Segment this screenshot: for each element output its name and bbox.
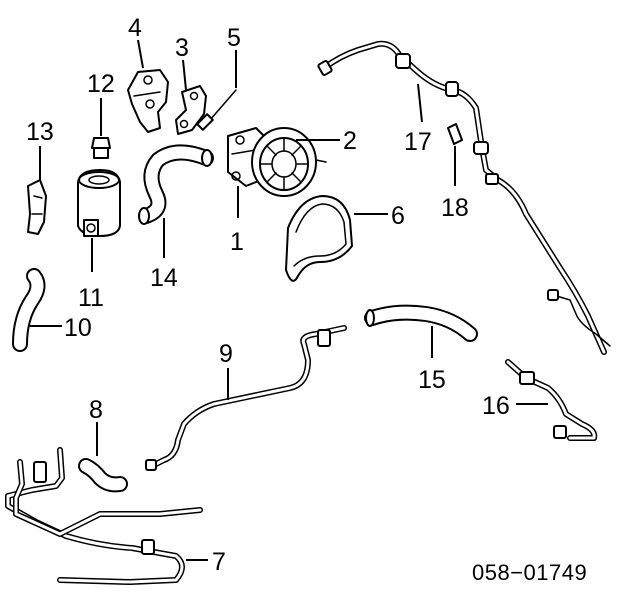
- callout-9: 9: [219, 340, 233, 368]
- part-4-pump-bracket: [127, 69, 169, 133]
- part-11-reservoir-tank: [77, 169, 121, 237]
- part-3-adjusting-bracket: [175, 85, 207, 135]
- part-16-cooler-pipe: [505, 359, 598, 441]
- part-6-drive-belt: [285, 195, 353, 282]
- leader-17: [417, 83, 423, 123]
- callout-18: 18: [441, 194, 469, 222]
- callout-13: 13: [26, 118, 54, 146]
- callout-4: 4: [128, 14, 142, 42]
- part-13-reservoir-bracket: [27, 179, 47, 235]
- callout-2: 2: [343, 127, 357, 155]
- callout-3: 3: [175, 34, 189, 62]
- callout-10: 10: [64, 314, 92, 342]
- diagram-code: 058−01749: [472, 560, 587, 585]
- callout-7: 7: [212, 548, 226, 576]
- part-10-hose: [12, 268, 46, 352]
- part-2-pump-pulley: [251, 127, 327, 197]
- callout-12: 12: [87, 70, 115, 98]
- callout-1: 1: [230, 228, 244, 256]
- part-14-suction-hose: [138, 144, 214, 225]
- part-15-return-hose: [364, 304, 478, 342]
- part-17-pressure-hose: [317, 40, 611, 355]
- leader-4: [137, 39, 144, 69]
- part-8-hose: [78, 458, 128, 493]
- callout-17: 17: [404, 128, 432, 156]
- callout-5: 5: [227, 24, 241, 52]
- part-18-union-bolt: [447, 123, 463, 145]
- callout-15: 15: [418, 366, 446, 394]
- callout-11: 11: [78, 284, 104, 312]
- part-12-reservoir-cap: [91, 137, 111, 159]
- callout-14: 14: [150, 264, 178, 292]
- callout-16: 16: [482, 392, 510, 420]
- part-5-adjusting-bolt: [196, 89, 237, 131]
- leader-3: [182, 59, 187, 91]
- callout-6: 6: [391, 202, 405, 230]
- part-9-return-pipe: [145, 325, 347, 471]
- part-7-return-pipe-set: [5, 447, 203, 585]
- callout-8: 8: [89, 396, 103, 424]
